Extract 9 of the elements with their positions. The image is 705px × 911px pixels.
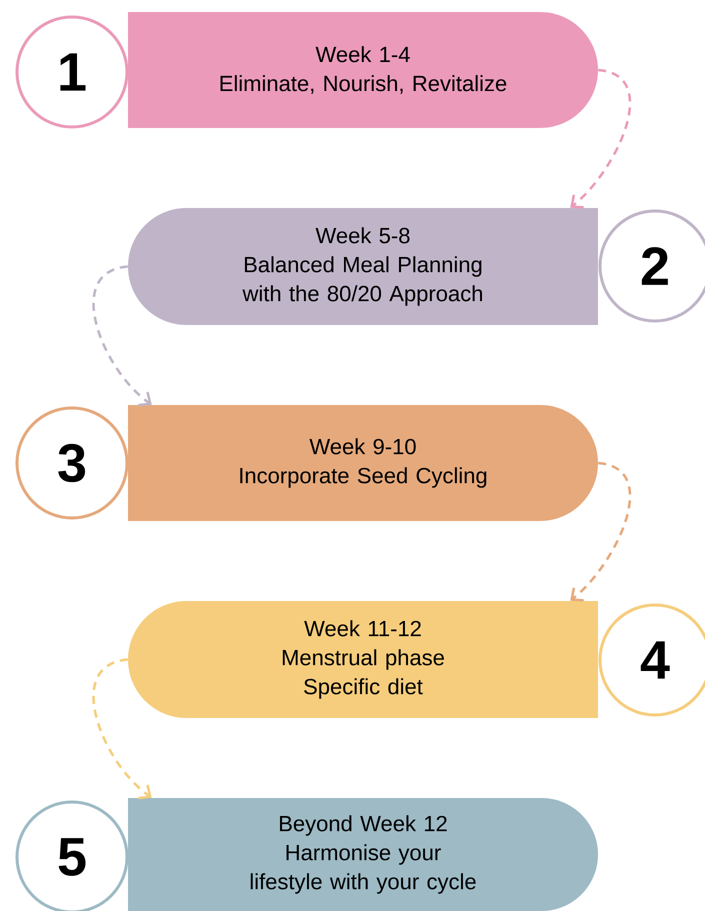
dashed-arrow <box>570 68 632 209</box>
step-banner: Week 11-12 Menstrual phase Specific diet <box>128 601 598 718</box>
step-banner: Week 9-10 Incorporate Seed Cycling <box>128 405 598 521</box>
step-banner: Beyond Week 12 Harmonise your lifestyle with your cycle <box>128 798 598 911</box>
dashed-arrow <box>92 658 152 800</box>
step-banner: Week 5-8 Balanced Meal Planning with the 80/20 Approach <box>128 208 598 325</box>
dashed-arrow <box>92 265 152 406</box>
step-banner: Week 1-4 Eliminate, Nourish, Revitalize <box>128 12 598 128</box>
dashed-arrow <box>570 462 632 602</box>
